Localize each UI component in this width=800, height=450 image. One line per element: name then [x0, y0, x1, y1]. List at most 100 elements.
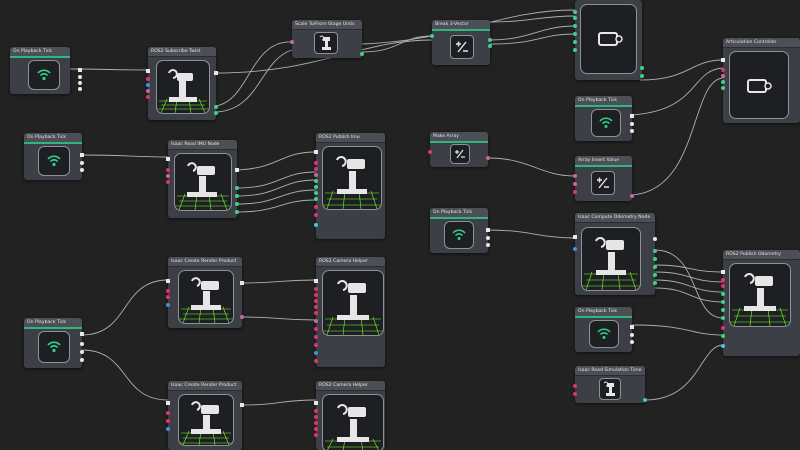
- exec-out-port[interactable]: [80, 332, 84, 336]
- input-port[interactable]: [721, 326, 725, 330]
- output-port[interactable]: [653, 273, 657, 277]
- on-playback-tick-node[interactable]: On Playback Tick: [10, 47, 82, 94]
- input-port[interactable]: [573, 40, 577, 44]
- input-port[interactable]: [721, 316, 725, 320]
- array-insert-value-node[interactable]: Array Insert Value: [573, 156, 634, 201]
- exec-out-port[interactable]: [486, 228, 490, 232]
- input-port[interactable]: [573, 48, 577, 52]
- input-port[interactable]: [430, 34, 434, 38]
- on-playback-tick-node[interactable]: On Playback Tick: [24, 133, 84, 180]
- output-port[interactable]: [640, 66, 644, 70]
- output-port[interactable]: [78, 75, 82, 79]
- output-port[interactable]: [630, 122, 634, 126]
- input-port[interactable]: [573, 190, 577, 194]
- input-port[interactable]: [314, 327, 318, 331]
- output-port[interactable]: [360, 52, 364, 56]
- articulation-controller-node[interactable]: Articulation Controller: [721, 38, 800, 123]
- output-port[interactable]: [653, 257, 657, 261]
- input-port[interactable]: [428, 150, 432, 154]
- input-port[interactable]: [314, 197, 318, 201]
- input-port[interactable]: [314, 179, 318, 183]
- input-port[interactable]: [573, 182, 577, 186]
- input-port[interactable]: [721, 344, 725, 348]
- input-port[interactable]: [573, 24, 577, 28]
- output-port[interactable]: [235, 194, 239, 198]
- input-port[interactable]: [721, 278, 725, 282]
- on-playback-tick-node[interactable]: On Playback Tick: [24, 318, 84, 368]
- input-port[interactable]: [166, 168, 170, 172]
- input-port[interactable]: [314, 213, 318, 217]
- input-port[interactable]: [314, 409, 318, 413]
- exec-out-port[interactable]: [235, 168, 239, 172]
- exec-in-port[interactable]: [314, 150, 318, 154]
- input-port[interactable]: [166, 303, 170, 307]
- input-port[interactable]: [573, 10, 577, 14]
- ros2-camera-helper-node[interactable]: ROS2 Camera Helper: [314, 381, 385, 450]
- isaac-read-imu-node[interactable]: Isaac Read IMU Node: [166, 140, 239, 218]
- output-port[interactable]: [630, 340, 634, 344]
- isaac-compute-odometry-node[interactable]: Isaac Compute Odometry Node: [573, 213, 657, 295]
- output-port[interactable]: [486, 236, 490, 240]
- input-port[interactable]: [721, 334, 725, 338]
- ros2-publish-odometry-node[interactable]: ROS2 Publish Odometry: [721, 250, 800, 356]
- input-port[interactable]: [573, 174, 577, 178]
- input-port[interactable]: [314, 415, 318, 419]
- input-port[interactable]: [314, 305, 318, 309]
- input-port[interactable]: [290, 40, 294, 44]
- output-port[interactable]: [486, 156, 490, 160]
- break-3-vector-node[interactable]: Break 3-Vector: [430, 20, 492, 65]
- input-port[interactable]: [314, 161, 318, 165]
- input-port[interactable]: [314, 433, 318, 437]
- make-array-node[interactable]: Make Array: [428, 132, 490, 167]
- exec-out-port[interactable]: [630, 325, 634, 329]
- output-port[interactable]: [488, 44, 492, 48]
- exec-in-port[interactable]: [166, 157, 170, 161]
- isaac-create-render-product-node[interactable]: Isaac Create Render Product: [166, 381, 244, 450]
- input-port[interactable]: [314, 359, 318, 363]
- input-port[interactable]: [314, 299, 318, 303]
- input-port[interactable]: [166, 427, 170, 431]
- output-port[interactable]: [488, 38, 492, 42]
- output-port[interactable]: [78, 81, 82, 85]
- input-port[interactable]: [166, 295, 170, 299]
- output-port[interactable]: [235, 202, 239, 206]
- input-port[interactable]: [721, 74, 725, 78]
- input-port[interactable]: [166, 180, 170, 184]
- input-port[interactable]: [721, 308, 725, 312]
- on-playback-tick-node[interactable]: On Playback Tick: [430, 208, 490, 253]
- output-port[interactable]: [80, 358, 84, 362]
- input-port[interactable]: [166, 419, 170, 423]
- input-port[interactable]: [314, 335, 318, 339]
- output-port[interactable]: [235, 210, 239, 214]
- exec-out-port[interactable]: [214, 71, 218, 75]
- input-port[interactable]: [721, 300, 725, 304]
- ros2-subscribe-twist-node[interactable]: ROS2 Subscribe Twist: [146, 47, 218, 120]
- exec-in-port[interactable]: [573, 235, 577, 239]
- exec-out-port[interactable]: [630, 114, 634, 118]
- output-port[interactable]: [80, 342, 84, 346]
- input-port[interactable]: [314, 351, 318, 355]
- output-port[interactable]: [630, 333, 634, 337]
- input-port[interactable]: [721, 80, 725, 84]
- output-port[interactable]: [653, 237, 657, 241]
- exec-out-port[interactable]: [240, 403, 244, 407]
- output-port[interactable]: [235, 186, 239, 190]
- input-port[interactable]: [721, 68, 725, 72]
- input-port[interactable]: [721, 284, 725, 288]
- output-port[interactable]: [78, 87, 82, 91]
- exec-in-port[interactable]: [721, 270, 725, 274]
- exec-out-port[interactable]: [240, 281, 244, 285]
- output-port[interactable]: [80, 161, 84, 165]
- output-port[interactable]: [653, 265, 657, 269]
- input-port[interactable]: [314, 427, 318, 431]
- output-port[interactable]: [630, 194, 634, 198]
- input-port[interactable]: [314, 173, 318, 177]
- output-port[interactable]: [653, 249, 657, 253]
- exec-in-port[interactable]: [166, 401, 170, 405]
- input-port[interactable]: [314, 167, 318, 171]
- exec-in-port[interactable]: [314, 279, 318, 283]
- output-port[interactable]: [80, 168, 84, 172]
- input-port[interactable]: [314, 287, 318, 291]
- input-port[interactable]: [573, 32, 577, 36]
